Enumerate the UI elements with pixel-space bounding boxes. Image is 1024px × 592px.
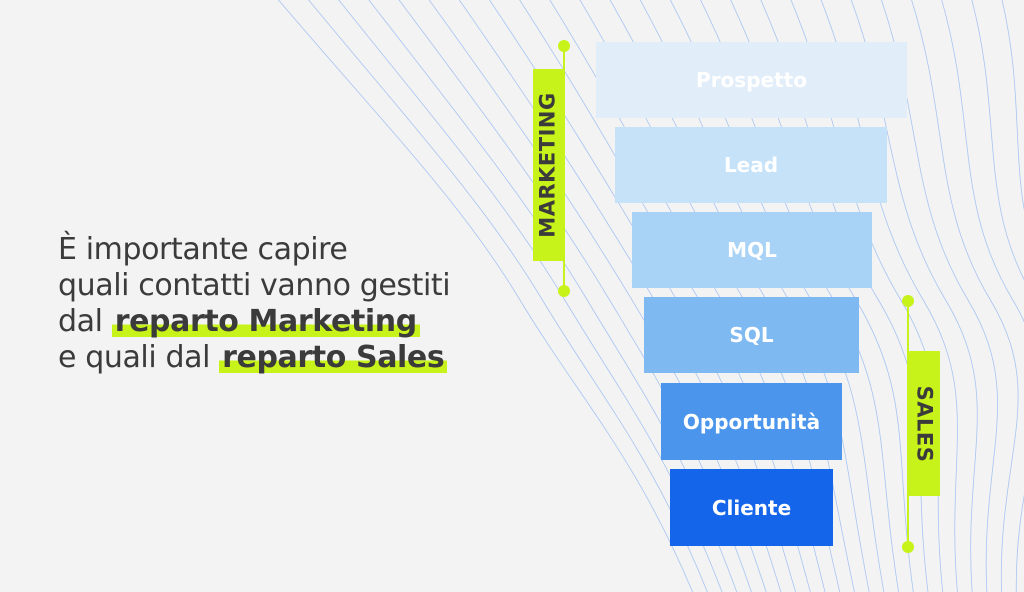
headline-line-2: quali contatti vanno gestiti bbox=[58, 268, 451, 303]
wave-line bbox=[971, 0, 1024, 281]
headline: È importante capire quali contatti vanno… bbox=[58, 232, 518, 376]
funnel-stage-sql: SQL bbox=[644, 297, 859, 373]
wave-line bbox=[941, 0, 1024, 592]
funnel-stage-label: Opportunità bbox=[682, 409, 821, 434]
headline-line-3: dal reparto Marketing bbox=[58, 304, 518, 340]
sales-tag: SALES bbox=[909, 351, 940, 496]
wave-line bbox=[911, 0, 1019, 592]
highlight-reparto-sales: reparto Sales bbox=[219, 340, 448, 375]
marketing-label: MARKETING bbox=[536, 92, 561, 238]
funnel-stage-label: Cliente bbox=[711, 495, 792, 520]
sales-label: SALES bbox=[912, 385, 937, 462]
wave-line bbox=[277, 0, 694, 592]
headline-line-3-text: dal bbox=[58, 304, 112, 339]
funnel-stage-mql: MQL bbox=[632, 212, 872, 288]
sales-bracket-top-dot bbox=[902, 295, 914, 307]
funnel-stage-label: Lead bbox=[723, 153, 779, 177]
sales-bracket-line bbox=[907, 300, 909, 547]
wave-line bbox=[308, 0, 708, 592]
funnel-stage-label: MQL bbox=[727, 238, 777, 262]
headline-line-4: e quali dal reparto Sales bbox=[58, 340, 518, 376]
funnel-stage-prospetto: Prospetto bbox=[596, 42, 907, 118]
funnel-stage-cliente: Cliente bbox=[670, 469, 833, 546]
wave-line bbox=[1001, 0, 1024, 211]
funnel-stage-label: Prospetto bbox=[696, 68, 807, 92]
marketing-bracket-top-dot bbox=[558, 40, 570, 52]
headline-line-4-text: e quali dal bbox=[58, 340, 220, 375]
funnel-stage-lead: Lead bbox=[615, 127, 887, 203]
funnel-stage-label: SQL bbox=[729, 323, 774, 347]
highlight-reparto-marketing: reparto Marketing bbox=[111, 304, 420, 339]
marketing-bracket-line bbox=[563, 46, 565, 291]
wave-line bbox=[880, 0, 998, 592]
marketing-bracket-bottom-dot bbox=[558, 285, 570, 297]
marketing-tag: MARKETING bbox=[533, 69, 563, 261]
headline-line-1: È importante capire bbox=[58, 232, 348, 267]
sales-bracket-bottom-dot bbox=[902, 541, 914, 553]
funnel-stage-opportunita: Opportunità bbox=[661, 383, 842, 460]
